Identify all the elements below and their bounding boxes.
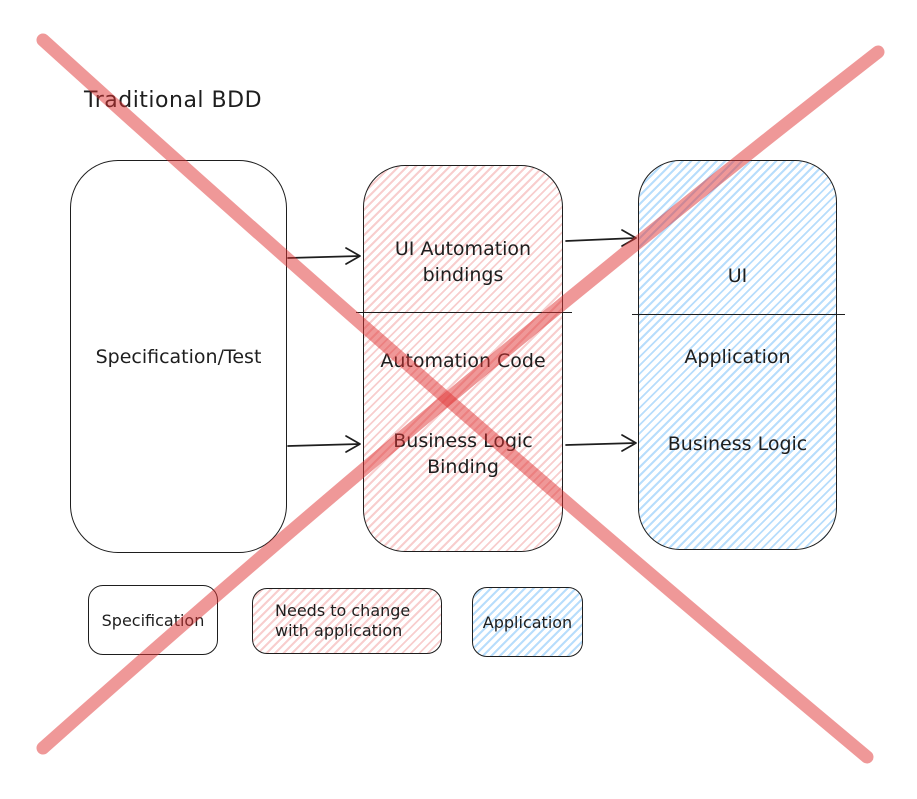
arrow-bindings-to-ui [565, 229, 637, 247]
application-label: Application [684, 346, 791, 368]
legend-specification-box: Specification [88, 585, 218, 655]
business-logic-binding-label: Business Logic Binding [393, 430, 533, 478]
arrow-spec-to-ui-bindings [287, 247, 361, 265]
legend-application-box: Application [472, 587, 583, 657]
application-box-divider [632, 314, 845, 315]
legend-needs-change-label: Needs to change with application [275, 601, 411, 640]
arrow-spec-to-business-binding [287, 435, 361, 453]
ui-automation-bindings-label: UI Automation bindings [394, 238, 532, 286]
legend-application-label: Application [482, 612, 573, 632]
specification-test-box: Specification/Test [70, 160, 287, 553]
ui-label: UI [727, 265, 748, 287]
arrow-binding-to-business-logic [565, 434, 637, 452]
automation-box: UI Automation bindings Automation Code B… [356, 165, 572, 552]
legend-needs-change-box: Needs to change with application [252, 588, 442, 654]
specification-test-label: Specification/Test [95, 345, 262, 368]
automation-box-divider [356, 312, 572, 313]
business-logic-label: Business Logic [667, 433, 808, 455]
legend-specification-label: Specification [101, 610, 205, 630]
automation-code-label: Automation Code [380, 350, 546, 372]
diagram-title: Traditional BDD [84, 88, 263, 113]
application-box: UI Application Business Logic [632, 160, 845, 550]
